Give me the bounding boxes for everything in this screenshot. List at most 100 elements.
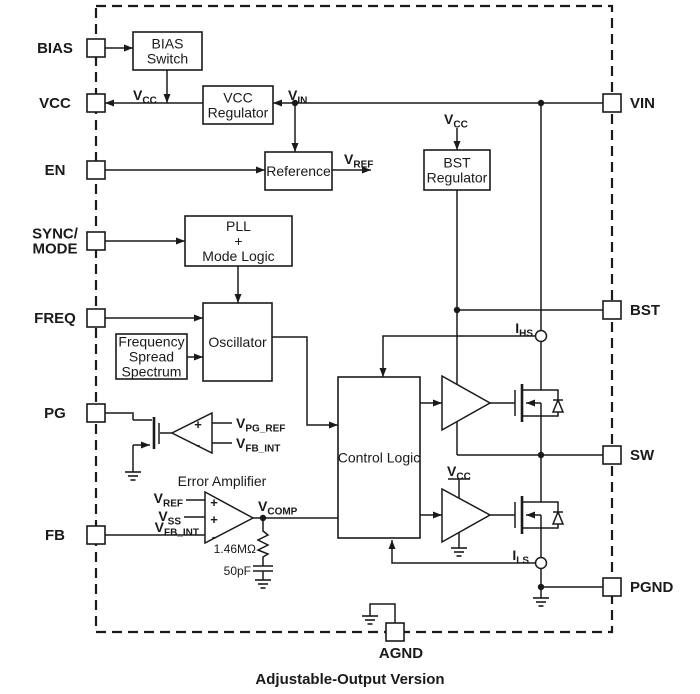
block-label-vcc-regulator: VCC <box>223 90 253 106</box>
pin-label-BIAS: BIAS <box>37 40 73 57</box>
wire <box>105 412 134 420</box>
block-label-bst-regulator: BST <box>443 155 471 171</box>
block-label-control-logic: Control Logic <box>338 450 421 466</box>
vcomp-label: VCOMP <box>258 498 298 518</box>
vpgref-label: VPG_REF <box>236 415 285 435</box>
pin-PG <box>86 403 106 423</box>
block-oscillator <box>202 302 273 382</box>
wire <box>382 335 535 377</box>
arrowhead <box>163 94 171 103</box>
hs-body-diode <box>551 398 565 413</box>
junction-dot <box>537 583 545 591</box>
block-label-oscillator: Oscillator <box>208 334 267 350</box>
vcc-net-label: VCC <box>133 87 157 107</box>
pin-SW <box>602 445 622 465</box>
block-control-logic <box>337 376 421 539</box>
arrowhead <box>526 511 535 519</box>
pin-label-EN: EN <box>45 162 66 179</box>
error-amp-title: Error Amplifier <box>178 473 267 489</box>
vin-net-label: VIN <box>288 87 307 107</box>
pin-label-SYNC-MODE: MODE <box>33 241 78 258</box>
comp-resistor-value: 1.46MΩ <box>214 542 256 556</box>
block-label-freq-spread-spectrum: Spectrum <box>122 364 182 380</box>
ea-minus: - <box>212 529 216 544</box>
arrowhead <box>194 353 203 361</box>
pin-BST <box>602 300 622 320</box>
arrowhead <box>105 99 114 107</box>
error-amplifier <box>204 490 255 545</box>
arrowhead <box>124 44 133 52</box>
ea-plus-2: + <box>210 512 218 527</box>
wire <box>541 524 559 529</box>
comparator-plus: + <box>194 417 202 432</box>
arrowhead <box>433 511 442 519</box>
arrowhead <box>329 421 338 429</box>
vfbint-ea-label: VFB_INT <box>155 519 199 539</box>
pin-AGND <box>385 622 405 642</box>
arrowhead <box>256 166 265 174</box>
pin-label-AGND: AGND <box>379 645 423 662</box>
pin-FB <box>86 525 106 545</box>
arrowhead <box>291 143 299 152</box>
block-label-freq-spread-spectrum: Frequency <box>118 334 184 350</box>
pin-EN <box>86 160 106 180</box>
figure-caption: Adjustable-Output Version <box>255 671 445 688</box>
vref-net-label: VREF <box>344 151 373 171</box>
arrowhead <box>388 540 396 549</box>
comparator-minus: - <box>196 437 200 452</box>
pin-label-FREQ: FREQ <box>34 310 76 327</box>
pin-VIN <box>602 93 622 113</box>
block-label-bias-switch: BIAS <box>152 36 184 52</box>
hs-current-sense <box>534 329 548 343</box>
junction-dot <box>453 306 461 314</box>
ls-vcc-label: VCC <box>447 463 471 483</box>
block-label-bst-regulator: Regulator <box>427 170 488 186</box>
arrowhead <box>273 99 282 107</box>
junction-dot <box>537 99 545 107</box>
junction-dot <box>537 451 545 459</box>
pin-PGND <box>602 577 622 597</box>
vfbint-pg-label: VFB_INT <box>236 435 280 455</box>
ls-body-diode <box>551 510 565 525</box>
pg-comparator <box>170 411 213 455</box>
wire <box>541 389 559 400</box>
pin-label-VIN: VIN <box>630 95 655 112</box>
pin-label-VCC: VCC <box>39 95 71 112</box>
vss-ea-label: VSS <box>158 508 181 528</box>
block-label-pll-mode-logic: PLL <box>226 218 251 234</box>
bst-vcc-label: VCC <box>444 111 468 131</box>
arrowhead <box>176 237 185 245</box>
block-label-bias-switch: Switch <box>147 51 188 67</box>
wire <box>369 603 396 623</box>
block-label-pll-mode-logic: Mode Logic <box>202 248 274 264</box>
wire <box>541 501 559 512</box>
arrowhead <box>433 399 442 407</box>
pin-label-BST: BST <box>630 302 660 319</box>
arrowhead <box>379 368 387 377</box>
ihs-label: IHS <box>515 320 533 340</box>
pin-label-SYNC-MODE: SYNC/ <box>32 226 79 243</box>
arrowhead <box>362 166 371 174</box>
hs-gate-driver <box>441 374 492 432</box>
pin-FREQ <box>86 308 106 328</box>
ils-label: ILS <box>512 547 529 567</box>
comp-cap-value: 50pF <box>224 564 251 578</box>
wire <box>541 412 559 417</box>
pin-label-PGND: PGND <box>630 579 674 596</box>
block-label-vcc-regulator: Regulator <box>208 105 269 121</box>
pin-label-PG: PG <box>44 405 66 422</box>
block-label-pll-mode-logic: + <box>234 233 242 249</box>
pin-label-SW: SW <box>630 447 655 464</box>
ea-plus-1: + <box>210 495 218 510</box>
wire <box>272 336 338 426</box>
arrowhead <box>194 314 203 322</box>
pin-BIAS <box>86 38 106 58</box>
arrowhead <box>453 141 461 150</box>
ls-current-sense <box>534 556 548 570</box>
arrowhead <box>141 441 150 449</box>
arrowhead <box>234 294 242 303</box>
wire <box>256 518 270 566</box>
ls-gate-driver <box>441 487 492 544</box>
